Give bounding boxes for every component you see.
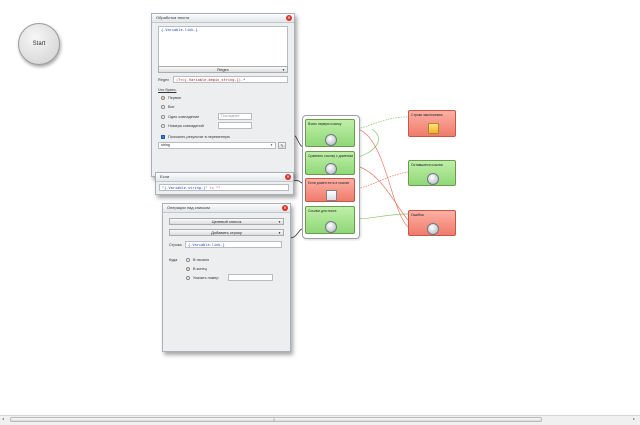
where-label: Куда [169,258,178,262]
cursor-action-icon [427,173,439,185]
regex-value: (?<={-Variable.begin_string-}).* [176,78,246,82]
node-label: Если домен есть в ссылке [308,181,350,185]
processing-mode-value: Regex [217,67,229,72]
text-processing-panel[interactable]: Обработка текста ✕ {-Variable.link-} Reg… [151,13,295,177]
where-number-radio[interactable] [186,276,190,280]
variable-select-value: string [161,143,170,147]
node-label: Оставшиеся ссылки [411,163,443,167]
scroll-left-icon[interactable]: ◂ [2,416,5,421]
variable-select[interactable]: string ▼ [158,142,276,149]
cursor-action-icon [325,134,337,146]
node-if-domain-in-link[interactable]: Если домен есть в ссылке [305,178,355,202]
text-panel-title-bar[interactable]: Обработка текста ✕ [152,14,294,23]
string-input[interactable]: {-Variable.link-} [185,241,282,248]
start-label: Start [32,41,46,47]
chevron-down-icon: ▼ [278,220,281,224]
save-to-variable-checkbox[interactable] [161,135,165,139]
if-expression-rest: " != "" [205,186,221,190]
variable-edit-button[interactable]: ✎ [278,142,286,149]
node-remaining-links[interactable]: Оставшиеся ссылки [408,160,456,186]
what-take-label: Что брать: [158,88,177,92]
compare-icon [325,163,337,175]
if-panel-title-bar[interactable]: Если ✕ [156,173,293,182]
string-label: Строка [169,243,182,247]
processing-mode-dropdown[interactable]: Regex ▼ [158,66,288,73]
scrollbar-thumb[interactable]: ≡ [10,417,542,422]
list-operation-value: Добавить строку [211,230,242,235]
if-expression-open: " [162,186,165,190]
option-one-match-radio[interactable] [161,115,165,119]
where-start-radio[interactable] [186,258,190,262]
list-operations-panel[interactable]: Операции над списком ✕ Целевой список ▼ … [162,203,291,352]
save-to-variable-label: Положить результат в переменную [168,135,230,139]
wire-success-3 [352,213,409,220]
node-error[interactable]: Ошибка [408,210,456,236]
list-add-icon [325,221,337,233]
regex-label: Regex [158,78,169,82]
option-first-radio[interactable] [161,96,165,100]
option-all-label: Все [168,105,175,109]
option-match-numbers-radio[interactable] [161,124,165,128]
list-panel-title-bar[interactable]: Операции над списком ✕ [163,204,290,213]
node-label: Взять первую ссылку [308,122,342,126]
option-match-numbers-label: Номера совпадений [168,124,204,128]
one-match-field[interactable]: Последнее [218,113,252,120]
where-end-radio[interactable] [186,267,190,271]
wire-success-1 [352,116,409,131]
node-label: Строки закончились [411,113,443,117]
where-start-label: В начало [193,258,210,262]
text-input-value: {-Variable.link-} [161,28,198,32]
wire-fail-1 [352,127,409,228]
scroll-right-icon[interactable]: ▸ [633,416,636,421]
close-icon[interactable]: ✕ [285,174,291,180]
where-end-label: В конец [193,267,207,271]
list-panel-title: Операции над списком [167,205,210,210]
node-label: Ссылки для поста [308,209,337,213]
node-link-for-post[interactable]: Ссылки для поста [305,206,355,234]
target-list-value: Целевой список [211,219,242,224]
list-operation-dropdown[interactable]: Добавить строку ▼ [169,229,284,236]
note-icon [427,123,439,134]
one-match-placeholder: Последнее [221,114,240,118]
text-panel-title: Обработка текста [156,15,190,20]
option-all-radio[interactable] [161,105,165,109]
text-input-area[interactable]: {-Variable.link-} [158,26,288,70]
edit-icon: ✎ [280,143,284,148]
option-one-match-label: Одно совпадение [168,115,200,119]
close-icon[interactable]: ✕ [286,15,292,21]
scrollbar-grip-icon: ≡ [273,417,276,422]
string-input-value: {-Variable.link-} [188,243,225,247]
where-number-field[interactable] [228,274,273,281]
where-number-label: Указать номер [193,276,219,280]
chevron-down-icon: ▼ [270,143,273,147]
wire-fail-2 [352,171,409,191]
error-action-icon [427,223,439,235]
node-compare-link-domain[interactable]: Сравнить ссылку с доменом [305,151,355,175]
close-icon[interactable]: ✕ [282,205,288,211]
if-expression-variable: {-Variable.string-} [164,186,206,190]
if-expression-input[interactable]: "{-Variable.string-}" != "" [159,184,289,191]
match-numbers-field[interactable] [218,122,252,129]
node-label: Сравнить ссылку с доменом [308,154,353,158]
node-string-ended[interactable]: Строки закончились [408,110,456,137]
target-list-dropdown[interactable]: Целевой список ▼ [169,218,284,225]
option-first-label: Первое [168,96,182,100]
if-panel[interactable]: Если ✕ "{-Variable.string-}" != "" [155,172,294,195]
chevron-down-icon: ▼ [282,68,285,72]
if-panel-title: Если [160,174,170,179]
start-node[interactable]: Start [18,23,60,65]
condition-icon [325,190,337,201]
chevron-down-icon: ▼ [278,231,281,235]
node-take-first-link[interactable]: Взять первую ссылку [305,119,355,147]
node-label: Ошибка [411,213,424,217]
regex-input[interactable]: (?<={-Variable.begin_string-}).* [173,76,288,83]
wire-fail-3 [352,164,409,221]
